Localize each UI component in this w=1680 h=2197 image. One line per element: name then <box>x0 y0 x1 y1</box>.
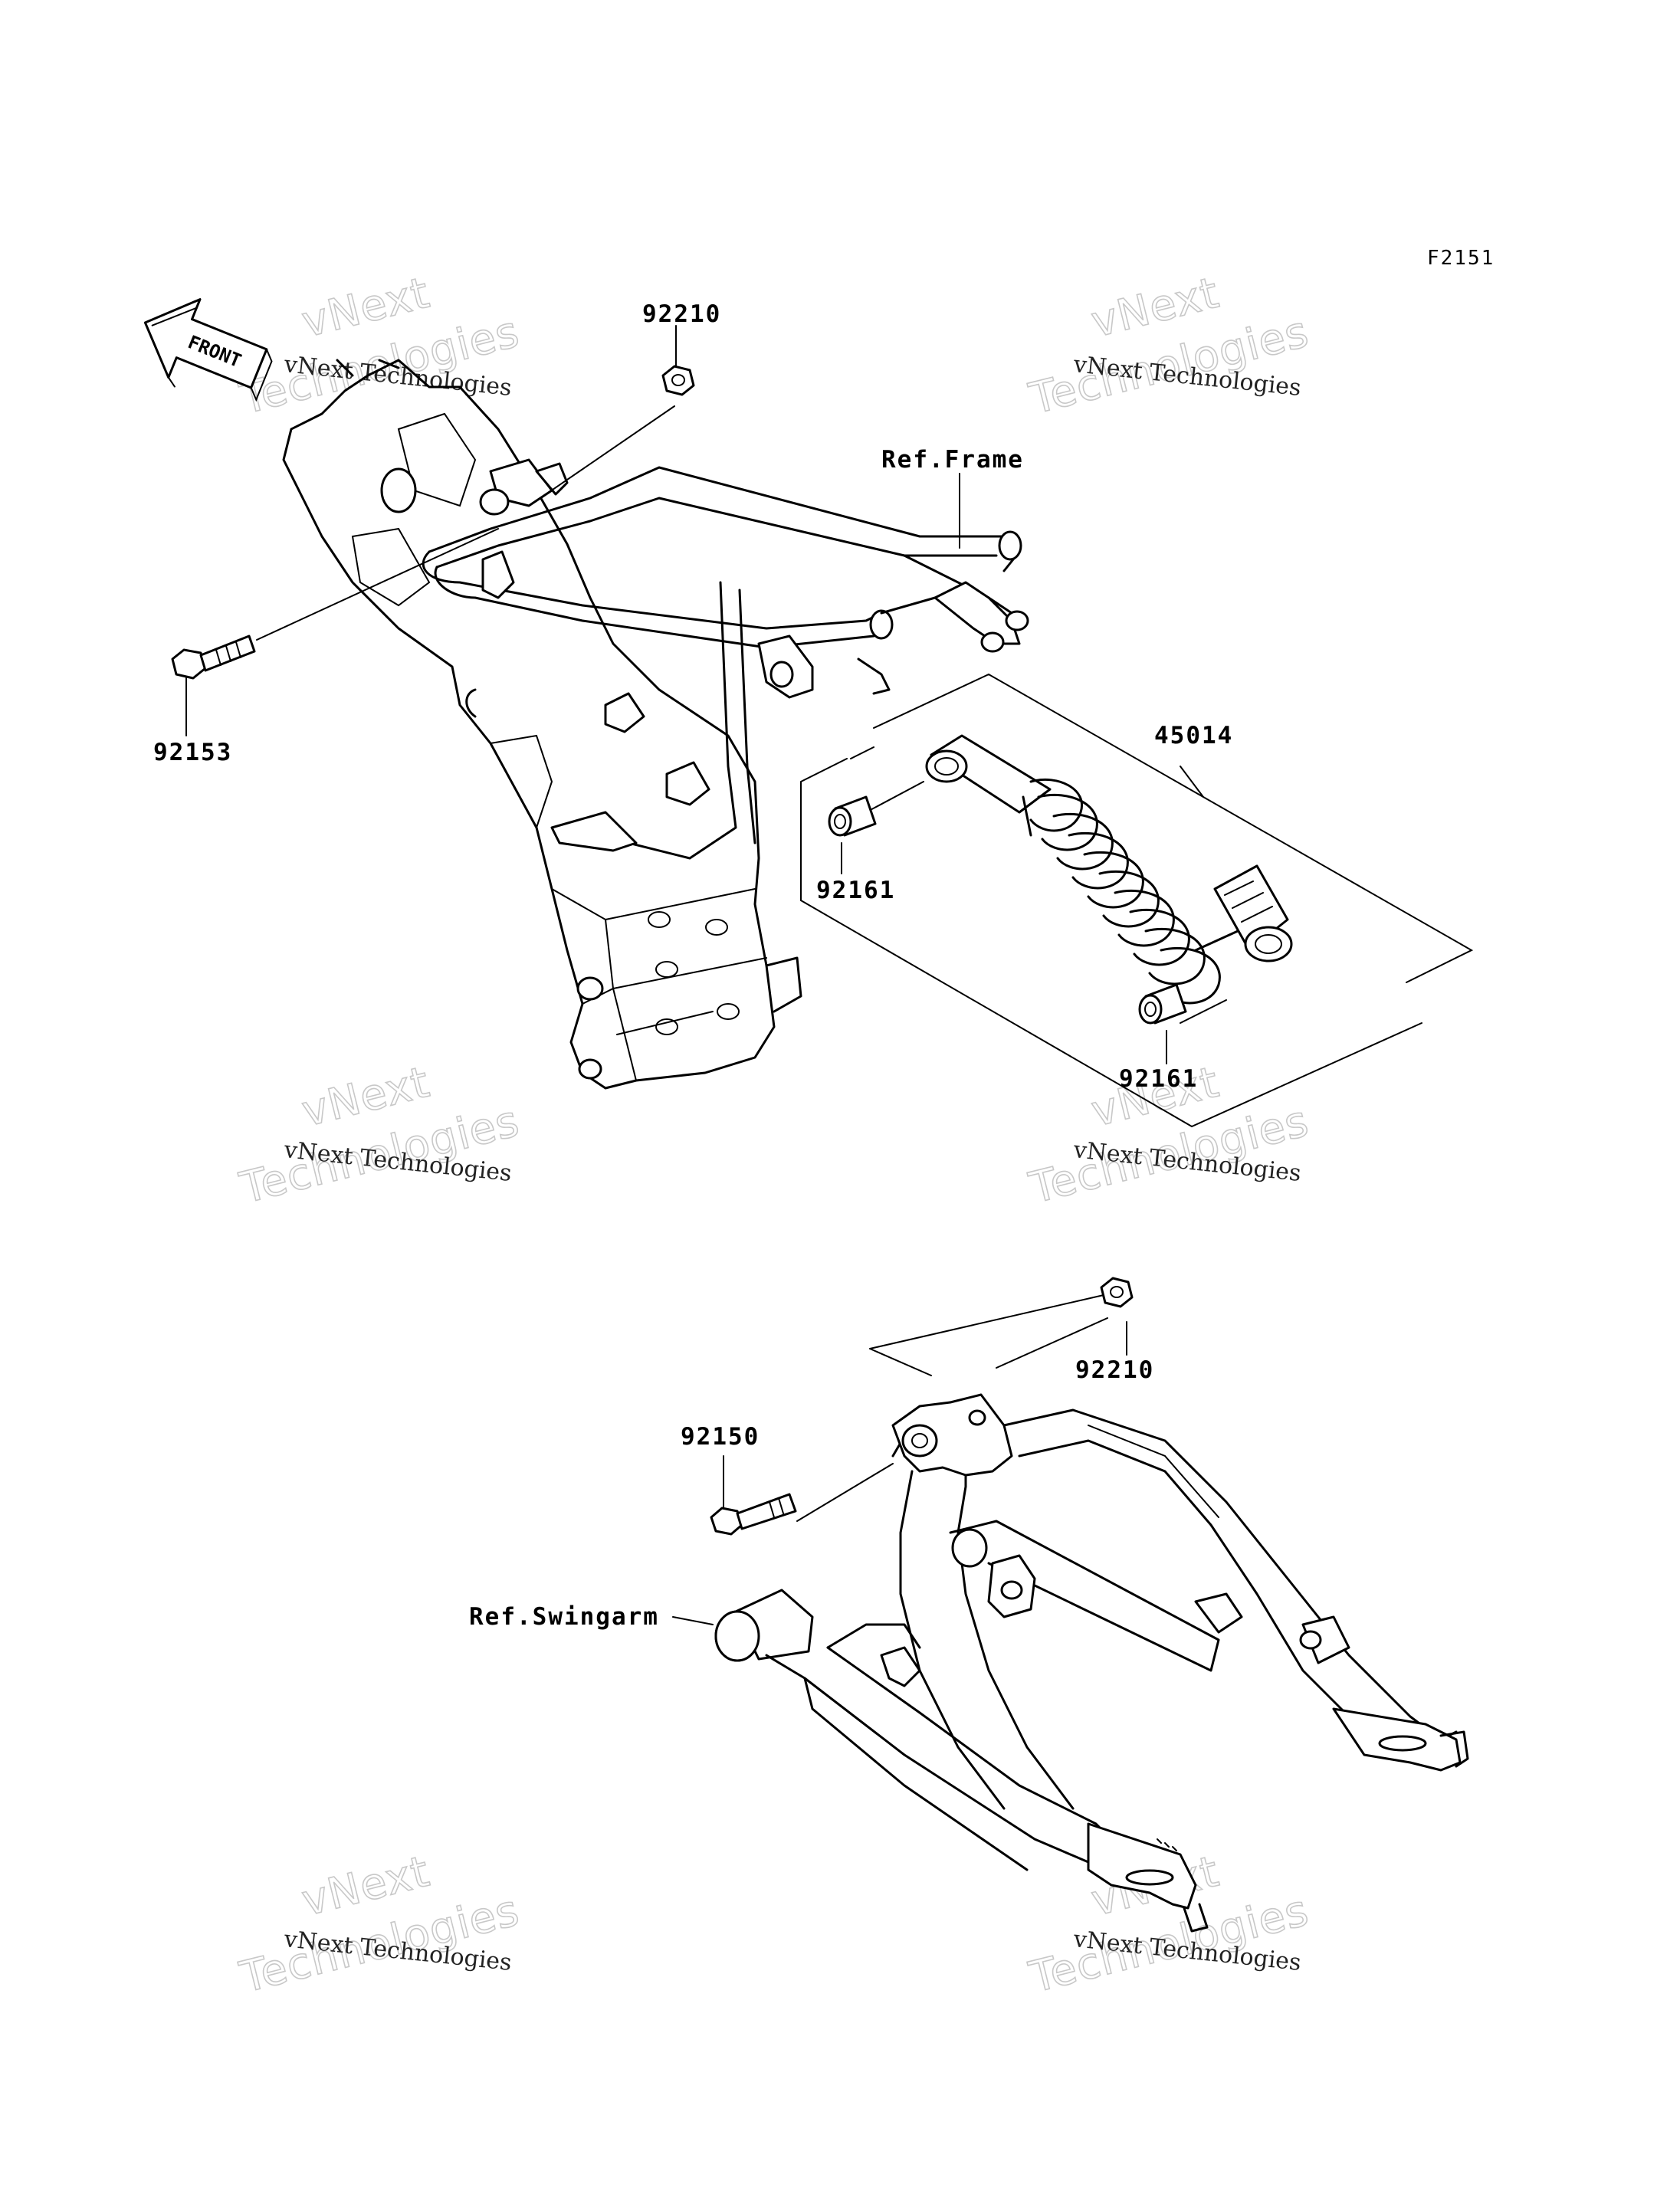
bush-92161-upper-icon <box>828 795 877 837</box>
label-ref-swingarm: Ref.Swingarm <box>469 1603 659 1631</box>
diagram-code: F2151 <box>1427 247 1495 270</box>
label-nut-92210-top: 92210 <box>642 300 721 328</box>
frame-drawing <box>282 359 1029 1090</box>
swingarm-guide-lines <box>869 1294 1108 1376</box>
label-bolt-92150: 92150 <box>681 1423 760 1451</box>
leader-nut-92210 <box>540 405 675 499</box>
leader-bolt-92150 <box>796 1463 894 1522</box>
leader-bush-lower <box>1180 999 1227 1024</box>
label-bush-92161-lower: 92161 <box>1119 1065 1198 1093</box>
bolt-92153-icon <box>171 635 256 680</box>
label-bush-92161-upper: 92161 <box>816 877 895 904</box>
watermark-mid-left: vNext Technologies vNext Technologies <box>235 1057 525 1215</box>
shock-assembly-box <box>800 673 1474 1128</box>
bush-92161-lower-icon <box>1138 983 1187 1025</box>
label-bolt-92153: 92153 <box>153 739 232 766</box>
watermark-top-left: vNext Technologies vNext Technologies <box>235 267 525 425</box>
leader-bolt-92153 <box>256 528 499 641</box>
label-nut-92210-bottom: 92210 <box>1075 1356 1154 1384</box>
leader-shock <box>1180 766 1204 798</box>
swingarm-drawing <box>714 1393 1469 1933</box>
front-arrow-icon: FRONT <box>143 298 273 402</box>
leader-bush-upper <box>865 781 924 813</box>
watermark-top-right: vNext Technologies vNext Technologies <box>1024 267 1314 425</box>
shock-absorber-icon <box>925 734 1293 1005</box>
watermark-bottom-left: vNext Technologies vNext Technologies <box>235 1846 525 2004</box>
nut-92210-bottom-icon <box>1100 1277 1134 1308</box>
label-ref-frame: Ref.Frame <box>881 446 1024 474</box>
leader-ref-swingarm <box>672 1616 714 1625</box>
bolt-92150-icon <box>710 1493 797 1536</box>
label-shock-45014: 45014 <box>1154 722 1233 749</box>
nut-92210-top-icon <box>661 365 695 396</box>
